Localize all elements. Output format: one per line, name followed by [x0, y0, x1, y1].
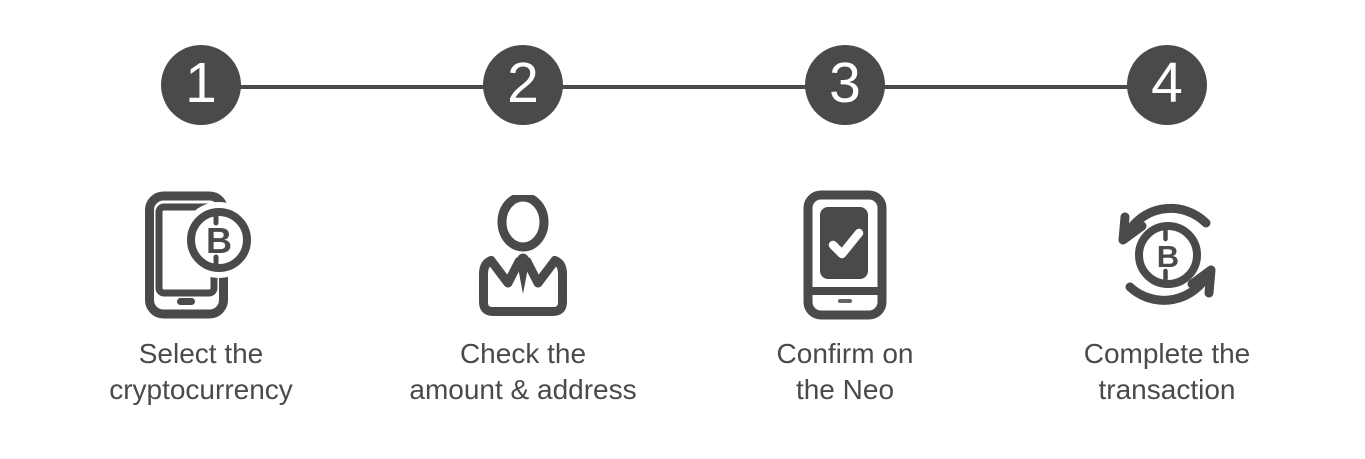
step-1-number-badge: 1: [161, 45, 241, 125]
step-connector-line: [201, 85, 1169, 89]
step-3: 3 Confirm on the Neo: [684, 0, 1006, 408]
businessman-icon: [477, 190, 569, 320]
steps-row: 1 B Select the cryptocurrency: [40, 0, 1328, 408]
step-2: 2 Check the amount & address: [362, 0, 684, 408]
step-2-label: Check the amount & address: [409, 336, 636, 408]
label-line-2: amount & address: [409, 374, 637, 405]
svg-text:B: B: [206, 220, 232, 261]
label-line-1: Check the: [459, 338, 587, 369]
svg-text:B: B: [1157, 239, 1179, 274]
label-line-2: cryptocurrency: [109, 374, 293, 405]
step-3-label: Confirm on the Neo: [777, 336, 914, 408]
device-brand-mark: [838, 299, 852, 303]
label-line-1: Confirm on: [776, 338, 914, 369]
label-line-1: Complete the: [1083, 338, 1251, 369]
refresh-bitcoin-icon: B: [1115, 190, 1219, 320]
step-3-number-badge: 3: [805, 45, 885, 125]
step-number: 1: [185, 50, 217, 115]
step-4-number-badge: 4: [1127, 45, 1207, 125]
label-line-2: the Neo: [795, 374, 895, 405]
step-2-number-badge: 2: [483, 45, 563, 125]
label-line-2: transaction: [1098, 374, 1236, 405]
step-4: 4 B Complete the transaction: [1006, 0, 1328, 408]
step-1-label: Select the cryptocurrency: [109, 336, 293, 408]
smartphone-bitcoin-icon: B: [145, 190, 257, 320]
step-4-label: Complete the transaction: [1084, 336, 1251, 408]
step-number: 2: [507, 50, 539, 115]
step-number: 4: [1151, 50, 1183, 115]
step-number: 3: [829, 50, 861, 115]
step-1: 1 B Select the cryptocurrency: [40, 0, 362, 408]
hardware-wallet-confirm-icon: [803, 190, 887, 320]
label-line-1: Select the: [138, 338, 264, 369]
